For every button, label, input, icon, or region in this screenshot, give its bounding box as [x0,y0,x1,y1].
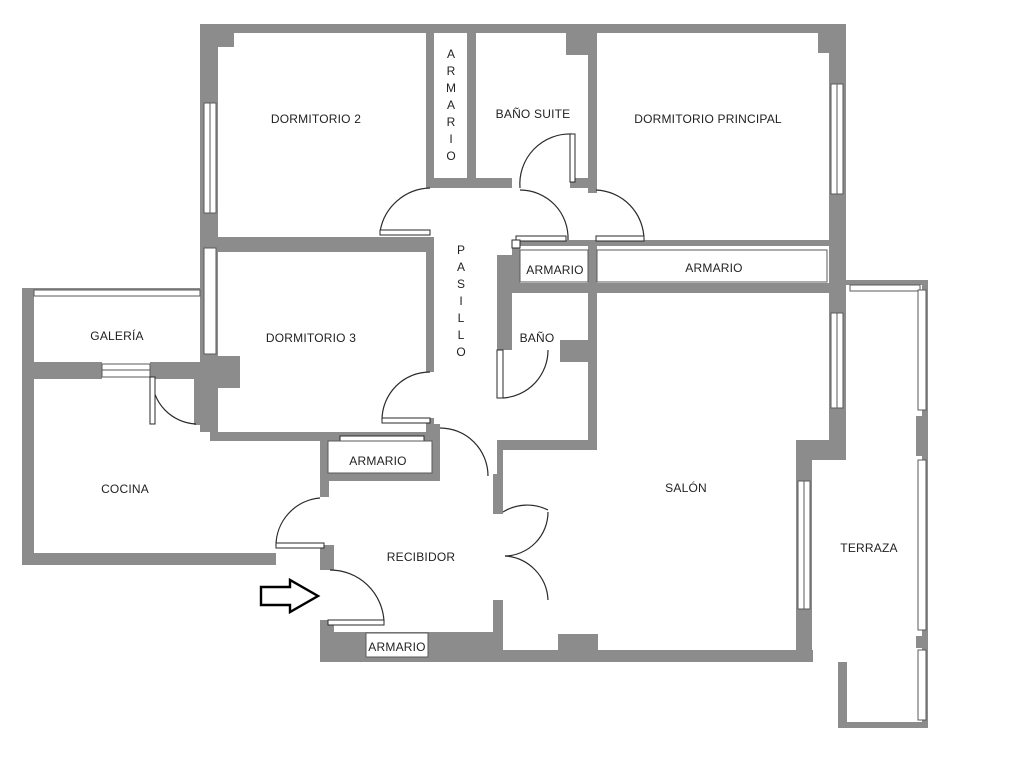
vl-pasillo-letter: I [459,294,462,308]
vl-pasillo-letter: O [456,345,465,359]
vl-armario-letter: R [447,64,456,78]
label-dormitorio-2: DORMITORIO 2 [271,112,361,126]
label-armario-entrada: ARMARIO [368,640,425,654]
label-armario-suite: ARMARIO [526,263,583,277]
vl-armario-letter: O [446,149,455,163]
windows [33,83,927,721]
vl-pasillo-letter: A [457,260,465,274]
vl-armario-letter: R [447,115,456,129]
vl-pasillo-letter: L [458,328,465,342]
label-dormitorio-principal: DORMITORIO PRINCIPAL [634,112,782,126]
label-recibidor: RECIBIDOR [387,550,456,564]
label-terraza: TERRAZA [840,541,897,555]
label-dormitorio-3: DORMITORIO 3 [266,331,356,345]
entrance-arrow-icon [259,577,321,615]
doors [149,133,828,658]
vl-armario-letter: A [447,47,455,61]
vl-armario-letter: I [449,132,452,146]
label-armario-dormitorio-3: ARMARIO [349,454,406,468]
label-bano: BAÑO [520,331,555,345]
room-labels: DORMITORIO 2 BAÑO SUITE DORMITORIO PRINC… [90,47,897,654]
vl-armario-letter: A [447,98,455,112]
label-armario-principal: ARMARIO [685,261,742,275]
label-armario-vertical: ARMARIO [446,47,456,163]
vl-pasillo-letter: L [458,311,465,325]
label-galeria: GALERÍA [90,328,143,343]
label-cocina: COCINA [101,482,149,496]
walls [22,24,928,728]
vl-armario-letter: M [446,81,456,95]
vl-pasillo-letter: S [457,277,465,291]
label-salon: SALÓN [665,480,707,495]
vl-pasillo-letter: P [457,243,465,257]
label-bano-suite: BAÑO SUITE [496,107,571,121]
